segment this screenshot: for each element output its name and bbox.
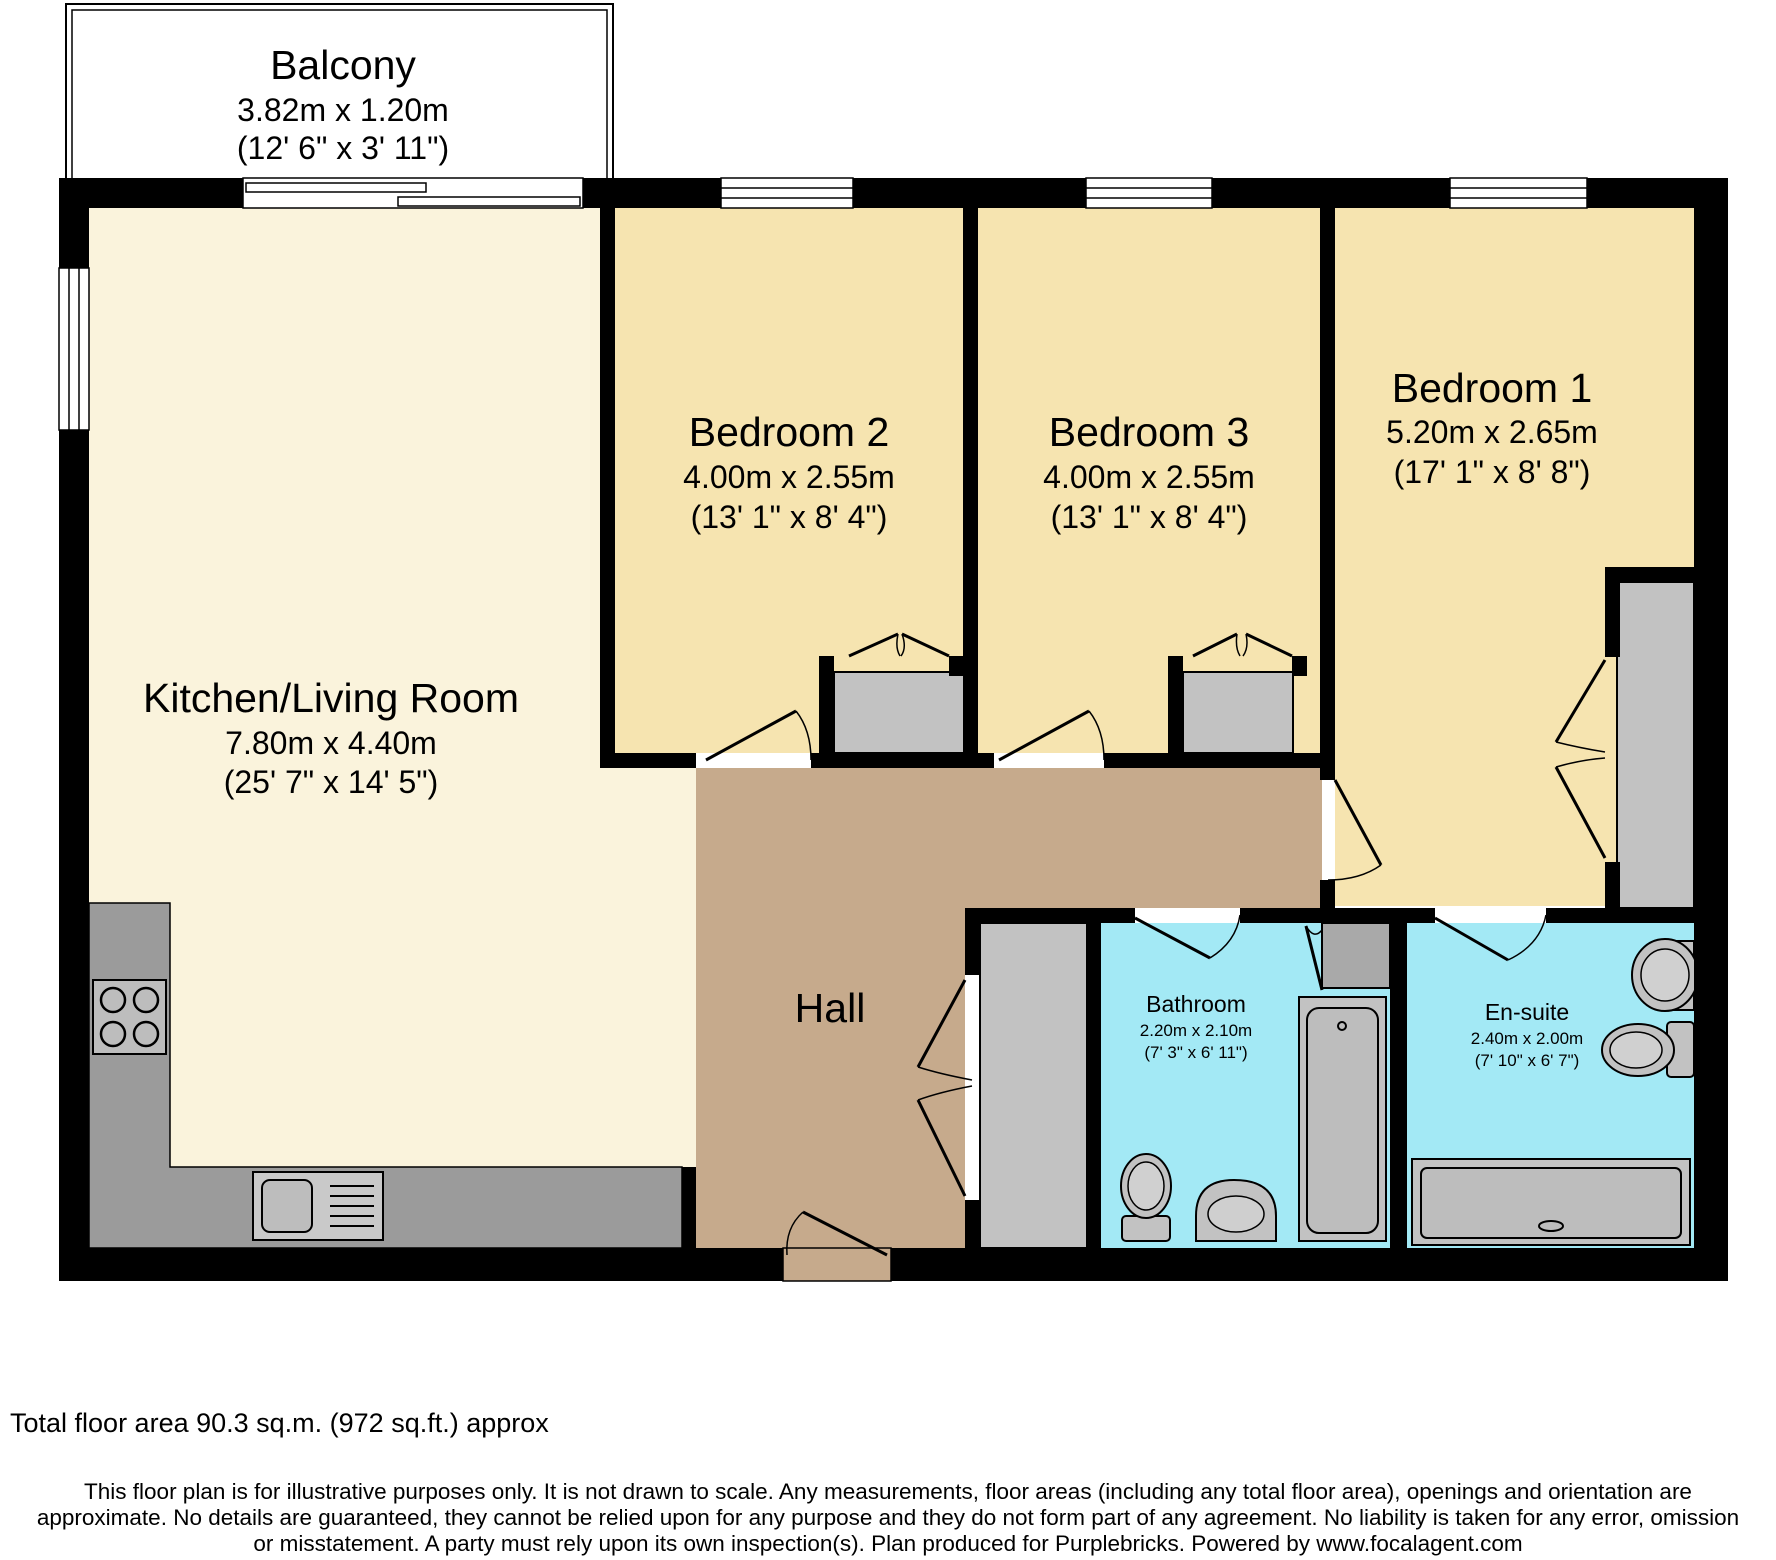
bedroom-1-metric: 5.20m x 2.65m bbox=[1386, 414, 1598, 450]
sliding-door-balcony bbox=[242, 177, 584, 209]
bedroom-1-wardrobe bbox=[1616, 581, 1695, 909]
sink-icon bbox=[252, 1171, 384, 1241]
disclaimer-line-3: or misstatement. A party must rely upon … bbox=[253, 1531, 1523, 1556]
kitchen-units bbox=[88, 902, 683, 1249]
doors bbox=[705, 632, 1607, 1282]
bathroom-name: Bathroom bbox=[1146, 991, 1246, 1017]
door-bedroom-2 bbox=[705, 709, 812, 762]
windows bbox=[58, 177, 1588, 431]
door-ensuite bbox=[1434, 914, 1547, 962]
room-labels: Balcony 3.82m x 1.20m (12' 6" x 3' 11") … bbox=[143, 42, 1598, 1070]
kitchen-living-floor bbox=[89, 208, 696, 1248]
bathroom-fittings bbox=[1120, 996, 1387, 1242]
door-bathroom-cupboard bbox=[1304, 925, 1324, 991]
bathroom-metric: 2.20m x 2.10m bbox=[1140, 1021, 1252, 1040]
bedroom-1-name: Bedroom 1 bbox=[1392, 365, 1593, 411]
bath-icon bbox=[1298, 996, 1387, 1242]
kitchen-name: Kitchen/Living Room bbox=[143, 675, 519, 721]
window-kitchen-side bbox=[58, 267, 90, 431]
window-bedroom-3 bbox=[1085, 177, 1213, 209]
ensuite-metric: 2.40m x 2.00m bbox=[1471, 1029, 1583, 1048]
balcony-metric: 3.82m x 1.20m bbox=[237, 92, 449, 128]
total-floor-area: Total floor area 90.3 sq.m. (972 sq.ft.)… bbox=[10, 1408, 549, 1438]
hob-icon bbox=[92, 979, 167, 1055]
door-bathroom bbox=[1134, 914, 1241, 960]
doors-bedroom-2-wardrobe bbox=[848, 632, 950, 658]
ensuite-name: En-suite bbox=[1485, 999, 1569, 1025]
disclaimer-line-2: approximate. No details are guaranteed, … bbox=[36, 1505, 1740, 1530]
doors-bedroom-1-wardrobe bbox=[1554, 659, 1607, 859]
bathroom-cupboard bbox=[1321, 922, 1391, 989]
balcony-imperial: (12' 6" x 3' 11") bbox=[237, 130, 449, 166]
toilet-icon bbox=[1120, 1153, 1172, 1242]
balcony bbox=[65, 3, 614, 185]
balcony-name: Balcony bbox=[270, 42, 416, 88]
doors-hall-cupboard bbox=[916, 979, 973, 1197]
ensuite-toilet-icon bbox=[1601, 1021, 1695, 1078]
bedroom-1-imperial: (17' 1" x 8' 8") bbox=[1394, 454, 1591, 490]
disclaimer: This floor plan is for illustrative purp… bbox=[0, 1479, 1776, 1557]
ensuite-basin-icon bbox=[1631, 938, 1699, 1012]
window-bedroom-1 bbox=[1449, 177, 1588, 209]
floor-plan: Balcony 3.82m x 1.20m (12' 6" x 3' 11") … bbox=[58, 3, 1728, 1282]
door-bedroom-1 bbox=[1327, 779, 1383, 881]
hall-floor bbox=[696, 768, 1322, 1248]
kitchen-metric: 7.80m x 4.40m bbox=[225, 725, 437, 761]
bedroom-3-name: Bedroom 3 bbox=[1049, 409, 1250, 455]
hall-name: Hall bbox=[795, 985, 866, 1031]
window-bedroom-2 bbox=[720, 177, 854, 209]
ensuite-imperial: (7' 10" x 6' 7") bbox=[1475, 1051, 1580, 1070]
bedroom-2-imperial: (13' 1" x 8' 4") bbox=[691, 499, 888, 535]
bedroom-2-name: Bedroom 2 bbox=[689, 409, 890, 455]
bedroom-3-floor bbox=[978, 208, 1320, 753]
basin-icon bbox=[1195, 1178, 1277, 1242]
bedroom-2-wardrobe bbox=[833, 671, 967, 754]
cupboards bbox=[833, 581, 1695, 1249]
door-entrance bbox=[782, 1210, 892, 1282]
bedroom-3-imperial: (13' 1" x 8' 4") bbox=[1051, 499, 1248, 535]
kitchen-imperial: (25' 7" x 14' 5") bbox=[224, 764, 439, 800]
door-bedroom-3 bbox=[998, 709, 1105, 762]
bedroom-2-metric: 4.00m x 2.55m bbox=[683, 459, 895, 495]
doors-bedroom-3-wardrobe bbox=[1192, 632, 1293, 658]
ensuite-fittings bbox=[1411, 938, 1699, 1246]
bathroom-imperial: (7' 3" x 6' 11") bbox=[1144, 1043, 1247, 1062]
bedroom-3-wardrobe bbox=[1182, 671, 1294, 754]
bedroom-3-metric: 4.00m x 2.55m bbox=[1043, 459, 1255, 495]
disclaimer-line-1: This floor plan is for illustrative purp… bbox=[84, 1479, 1692, 1504]
shower-tray-icon bbox=[1411, 1158, 1691, 1246]
bedroom-2-floor bbox=[615, 208, 963, 753]
hall-cupboard bbox=[979, 922, 1088, 1249]
